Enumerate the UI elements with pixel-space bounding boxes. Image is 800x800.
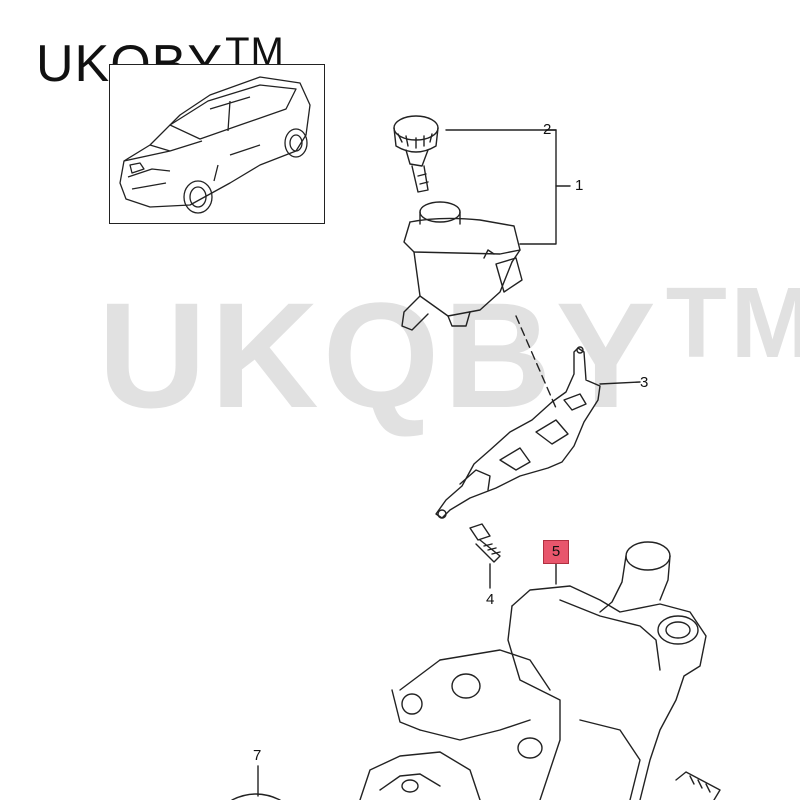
callout-1: 1 <box>575 177 584 194</box>
watermark: UKQBYTM <box>98 266 800 442</box>
bolt <box>469 523 501 563</box>
watermark-name: UKQBY <box>98 271 660 439</box>
callout-5-highlighted: 5 <box>543 540 569 564</box>
callout-2: 2 <box>543 121 552 138</box>
watermark-tm: TM <box>665 267 800 379</box>
mounting-bracket <box>435 346 601 519</box>
reservoir-cap <box>393 115 439 193</box>
pump-housing <box>359 541 707 800</box>
lower-bolt <box>675 771 721 800</box>
callout-3: 3 <box>640 374 649 391</box>
fluid-reservoir <box>401 201 523 331</box>
callout-4: 4 <box>486 591 495 608</box>
callout-7: 7 <box>253 747 262 764</box>
vehicle-thumbnail <box>109 64 325 224</box>
car-icon <box>119 76 311 214</box>
